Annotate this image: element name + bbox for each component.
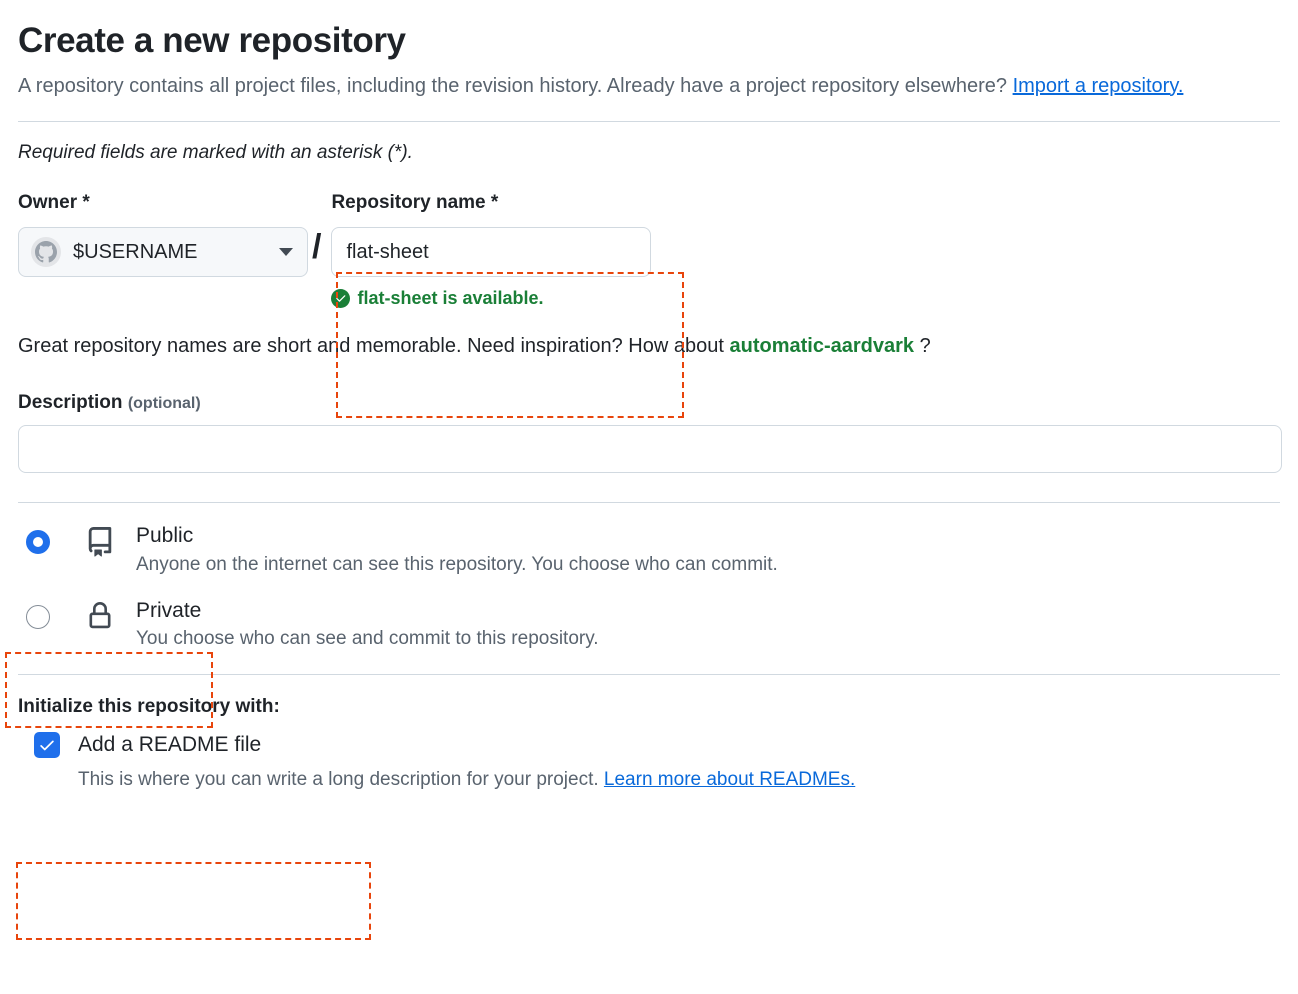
owner-and-name-row: Owner * $USERNAME / Repository name * [18,192,1280,310]
header-divider [18,120,1280,122]
page-description: A repository contains all project files,… [18,67,1198,105]
initialize-section: Initialize this repository with: Add a R… [18,696,1280,791]
description-input[interactable] [18,425,1282,474]
name-inspiration-text: Great repository names are short and mem… [18,335,1280,358]
add-readme-label: Add a README file [78,732,262,756]
required-fields-note: Required fields are marked with an aster… [18,141,413,163]
repository-name-field: Repository name * flat-sheet is availabl… [331,192,661,310]
readme-hint-text: This is where you can write a long descr… [78,768,599,790]
page-title: Create a new repository [18,21,406,60]
visibility-private-option[interactable]: Private You choose who can see and commi… [18,598,1280,650]
add-readme-checkbox[interactable] [34,731,60,758]
private-option-text: Private You choose who can see and commi… [136,598,599,650]
inspiration-suffix: ? [919,335,931,358]
initialize-highlight [16,862,371,940]
owner-field: Owner * $USERNAME [18,192,308,278]
check-circle-icon [331,289,351,309]
add-readme-row[interactable]: Add a README file [18,731,1280,758]
repo-book-icon [84,527,116,557]
owner-name-separator: / [312,227,322,266]
initialize-divider [18,673,1280,675]
suggested-name-link[interactable]: automatic-aardvark [729,335,915,358]
repository-availability-status: flat-sheet is available. [331,288,661,309]
public-option-text: Public Anyone on the internet can see th… [136,523,778,575]
add-readme-hint: This is where you can write a long descr… [78,769,1280,791]
private-radio[interactable] [26,604,50,629]
visibility-public-option[interactable]: Public Anyone on the internet can see th… [18,523,1280,575]
availability-text: flat-sheet is available. [357,288,544,309]
description-label-wrap: Description (optional) [18,392,1280,414]
description-label: Description [18,392,123,414]
public-title: Public [136,524,194,548]
initialize-heading: Initialize this repository with: [18,695,280,717]
learn-more-readmes-link[interactable]: Learn more about READMEs. [603,768,856,790]
page-description-text: A repository contains all project files,… [18,74,1008,97]
private-title: Private [136,598,202,622]
private-description: You choose who can see and commit to thi… [136,627,599,649]
repository-name-label: Repository name * [331,191,499,213]
public-radio[interactable] [26,530,50,555]
chevron-down-icon [279,248,293,257]
owner-value: $USERNAME [73,240,198,263]
octocat-avatar-icon [31,237,61,268]
repository-name-input[interactable] [331,227,652,278]
owner-dropdown[interactable]: $USERNAME [18,227,308,278]
visibility-divider [18,502,1280,504]
description-optional-tag: (optional) [127,395,201,413]
import-repository-link[interactable]: Import a repository. [1012,74,1184,97]
create-repository-page: Create a new repository A repository con… [0,21,1298,994]
owner-label: Owner * [18,191,90,213]
public-description: Anyone on the internet can see this repo… [136,553,778,575]
lock-icon [84,601,116,630]
inspiration-prefix: Great repository names are short and mem… [18,335,724,358]
